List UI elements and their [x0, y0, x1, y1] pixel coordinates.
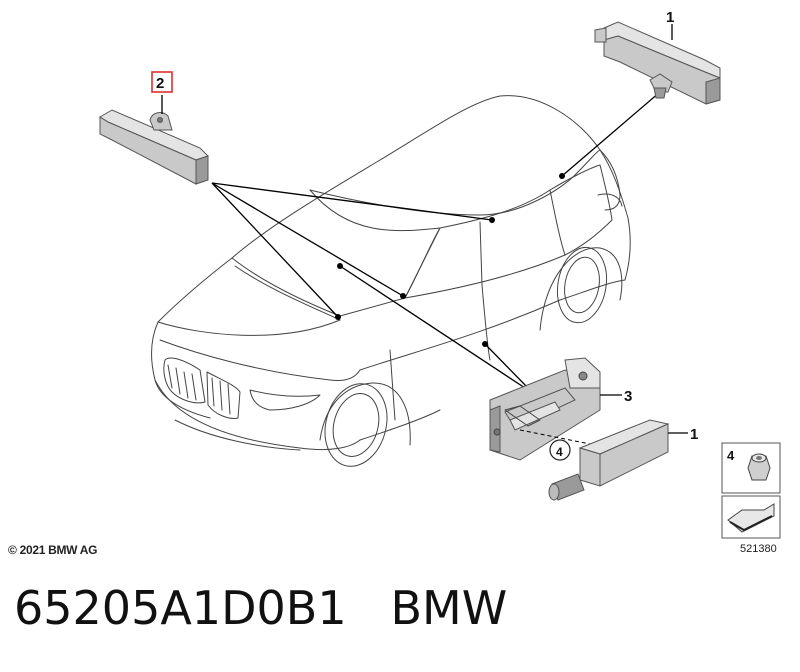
legend-box-nut: 4: [721, 442, 781, 494]
part-caption: 65205A1D0B1 BMW: [14, 581, 508, 635]
callout-4: 4: [556, 445, 563, 459]
car-outline: [151, 95, 631, 467]
leader-lines: [211, 91, 661, 391]
callout-2-highlight-box: [151, 71, 173, 93]
callout-2: 2: [156, 75, 164, 92]
callout-1-bottom: 1: [690, 426, 698, 443]
antenna-module-top: [594, 21, 721, 105]
callout-1-top: 1: [666, 9, 674, 26]
callout-4-circle: [549, 439, 571, 461]
reference-number: 521380: [740, 543, 777, 555]
antenna-module-bottom: [548, 419, 670, 501]
antenna-bracket: [489, 357, 601, 461]
antenna-module-highlighted: [99, 109, 209, 185]
leader-dots: [335, 173, 565, 347]
legend-callout-4: 4: [727, 448, 735, 463]
callout-3: 3: [624, 388, 632, 405]
copyright: © 2021 BMW AG: [8, 543, 97, 557]
legend-box-arrow: [721, 495, 781, 539]
